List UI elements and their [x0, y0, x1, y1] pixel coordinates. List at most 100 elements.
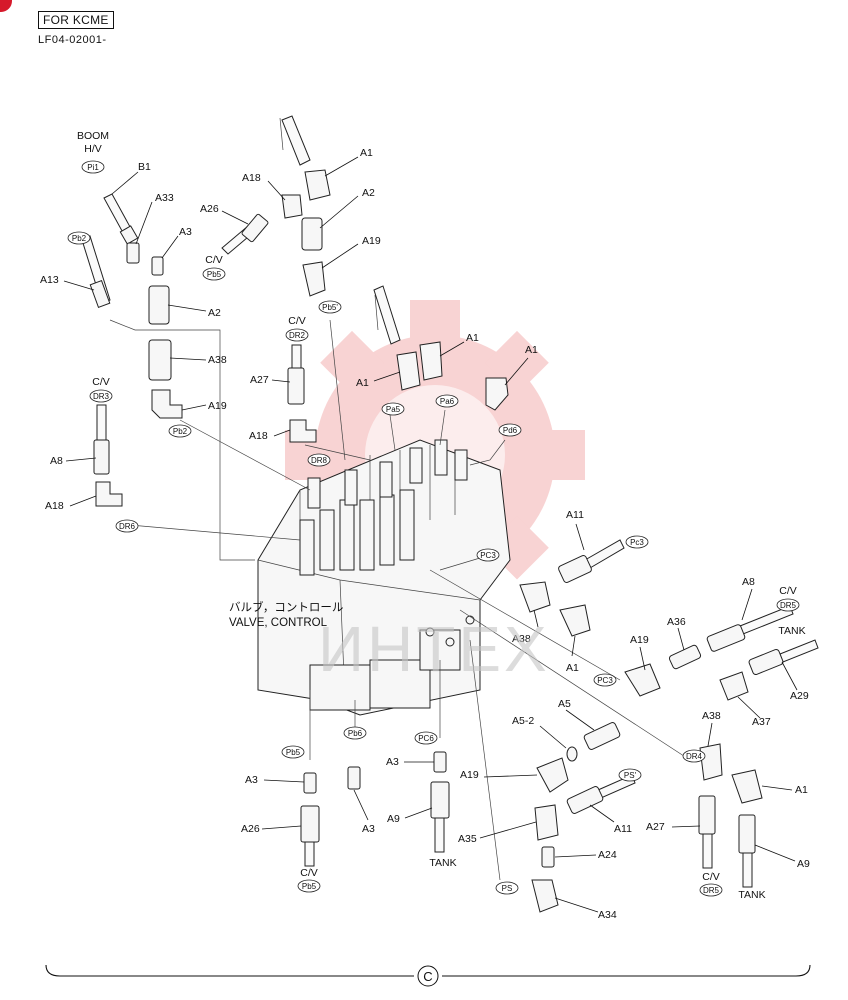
- label-cv-3: C/V: [92, 376, 110, 388]
- label-cv-6: C/V: [702, 871, 720, 883]
- part-a5-2: A5-2: [512, 715, 534, 727]
- part-a19-left: A19: [208, 400, 227, 412]
- port-pi1: Pi1: [87, 163, 99, 172]
- port-pc3-hose: Pc3: [630, 538, 644, 547]
- hose-a9-bottom: [430, 781, 450, 853]
- fitting-a2-top: [301, 217, 323, 251]
- port-ps-prime: PS': [624, 771, 637, 780]
- part-a26-bottom: A26: [241, 823, 260, 835]
- fitting-a3-bottom-1: [303, 772, 317, 794]
- part-a11-right: A11: [566, 509, 584, 521]
- fitting-a1-top: [304, 169, 331, 201]
- document-code: LF04-02001-: [38, 34, 107, 46]
- label-hv: H/V: [84, 143, 102, 155]
- port-pc3-body: PC3: [480, 551, 496, 560]
- port-pb2: Pb2: [72, 234, 87, 243]
- fitting-a24: [541, 846, 555, 868]
- hose-a11-right: [558, 539, 625, 584]
- port-ovals: [67, 160, 800, 897]
- valve-title-en: VALVE, CONTROL: [229, 617, 328, 629]
- label-tank-1: TANK: [778, 625, 805, 637]
- fitting-a3-bottom-2: [347, 766, 361, 790]
- part-a1-mid: A1: [566, 662, 579, 674]
- label-tank-2: TANK: [429, 857, 456, 869]
- port-dr5-bottom: DR5: [703, 886, 720, 895]
- fitting-a33: [126, 242, 140, 264]
- fitting-a34: [531, 879, 559, 913]
- control-valve-body: [257, 439, 511, 716]
- part-a1-lower: A1: [795, 784, 808, 796]
- port-pb5-top: Pb5: [207, 270, 222, 279]
- hose-a11-lower: [566, 774, 636, 814]
- part-a24: A24: [598, 849, 617, 861]
- port-ps: PS: [502, 884, 513, 893]
- fitting-a3-bottom-3: [433, 751, 447, 773]
- hose-a8-left: [93, 404, 110, 475]
- part-a8-right: A8: [742, 576, 755, 588]
- part-a2-top: A2: [362, 187, 375, 199]
- leader-lines: [63, 156, 798, 913]
- part-a3-bottom-2: A3: [362, 823, 375, 835]
- port-dr5: DR5: [780, 601, 797, 610]
- fitting-a18-mid: [289, 419, 317, 443]
- label-boom: BOOM: [77, 130, 109, 142]
- port-pa5: Pa5: [386, 405, 401, 414]
- port-pd6: Pd6: [503, 426, 518, 435]
- port-dr6: DR6: [119, 522, 136, 531]
- part-a38-left: A38: [208, 354, 227, 366]
- section-marker: C: [423, 969, 432, 984]
- part-a9-right: A9: [797, 858, 810, 870]
- port-pb2-lower: Pb2: [173, 427, 188, 436]
- hose-top-bundle: [281, 115, 401, 345]
- part-a29: A29: [790, 690, 809, 702]
- routing-lines: [109, 117, 691, 881]
- part-a38-mid: A38: [512, 633, 531, 645]
- hose-a26-top: [221, 213, 269, 255]
- part-a26-top: A26: [200, 203, 219, 215]
- part-a8-left: A8: [50, 455, 63, 467]
- fitting-a38-left: [148, 339, 172, 381]
- part-a27-lower: A27: [646, 821, 665, 833]
- part-a3-top: A3: [179, 226, 192, 238]
- fitting-a38-lower: [699, 743, 723, 781]
- part-a1-top: A1: [360, 147, 373, 159]
- part-a18-left: A18: [45, 500, 64, 512]
- hose-a29: [748, 639, 819, 676]
- hose-a27-lower: [698, 795, 716, 869]
- port-pc6: PC6: [418, 734, 434, 743]
- fitting-a18-left: [95, 481, 123, 507]
- hose-b1: [103, 193, 139, 245]
- part-a19-right: A19: [630, 634, 649, 646]
- port-pb5-cv: Pb5: [302, 882, 317, 891]
- port-dr8: DR8: [311, 456, 328, 465]
- port-labels: Pi1 Pb2 Pb5 Pb5' DR2 DR3 Pb2 DR6 DR8 Pa5…: [72, 163, 797, 895]
- port-dr3: DR3: [93, 392, 110, 401]
- part-a1-right-upper: A1: [525, 344, 538, 356]
- port-dr4: DR4: [686, 752, 703, 761]
- function-labels: BOOM H/V C/V C/V C/V C/V TANK TANK C/V C…: [77, 130, 806, 901]
- section-bracket: [45, 964, 811, 987]
- part-a1-pair-left: A1: [356, 377, 369, 389]
- fitting-a1-pair: [396, 341, 443, 391]
- model-tag: FOR KCME: [38, 11, 114, 29]
- part-b1: B1: [138, 161, 151, 173]
- port-dr2: DR2: [289, 331, 306, 340]
- fitting-a35: [534, 804, 559, 841]
- fitting-a38-mid: [519, 581, 551, 613]
- part-a34: A34: [598, 909, 617, 921]
- fitting-a1-right-upper: [485, 377, 509, 411]
- hose-a8-right: [706, 605, 794, 652]
- watermark-text: ИНТЕХ: [318, 613, 550, 685]
- fitting-a2-left: [148, 285, 170, 325]
- port-pb5-prime: Pb5': [322, 303, 338, 312]
- port-pb6: Pb6: [348, 729, 363, 738]
- fitting-a3-top: [151, 256, 164, 276]
- part-a37: A37: [752, 716, 771, 728]
- part-a3-bottom-1: A3: [245, 774, 258, 786]
- fitting-a1-lower: [731, 769, 763, 804]
- fitting-a36: [668, 644, 702, 670]
- label-cv-5: C/V: [300, 867, 318, 879]
- part-labels: B1 A33 A3 A13 A2 A38 A19 A8 A18 A18 A1 A…: [40, 147, 810, 921]
- label-tank-3: TANK: [738, 889, 765, 901]
